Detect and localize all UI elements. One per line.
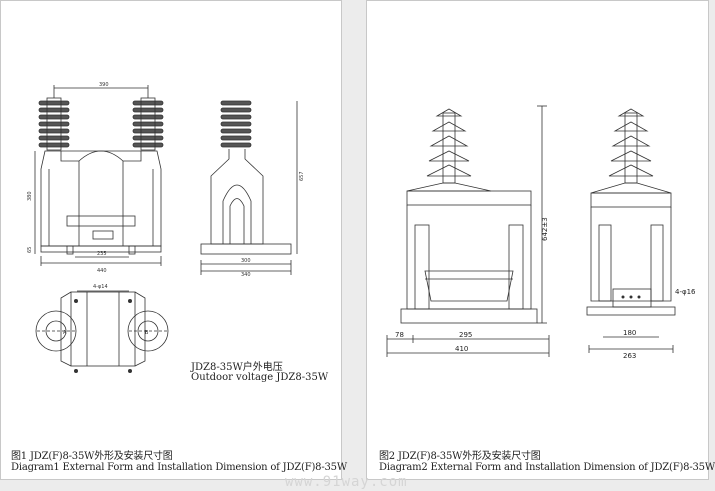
watermark: www.91way.com [285,474,408,490]
dim-height: 642±3 [541,217,549,241]
dim-top-span: 390 [99,82,109,88]
side-insulator-sheds [608,108,654,184]
dim-total: 410 [455,345,468,353]
figure-1-panel: 390 380 65 235 440 300 340 657 4-φ14 A B… [0,0,347,480]
dim-left-small: 78 [395,331,404,339]
right-insulator [132,97,164,151]
figure-2-title-cn: 图2 JDZ(F)8-35W外形及安装尺寸图 [379,451,541,462]
figure-2-drawing: 642±3 78 295 410 180 263 4-φ16 [386,105,696,360]
dim-hole-label: 4-φ16 [675,288,696,296]
side-insulator [220,100,252,148]
dim-height-body: 380 [27,191,33,201]
dim-hole-label: 4-φ14 [93,284,108,290]
left-insulator [38,97,70,151]
note-en: Outdoor voltage JDZ8-35W [191,372,329,383]
dim-side-inner: 180 [623,329,636,337]
dim-width-total: 440 [97,268,107,274]
dim-side-inner: 300 [241,258,251,264]
dim-side-total: 340 [241,272,251,278]
plan-view [35,290,169,373]
dim-side-total: 263 [623,352,636,360]
front-insulator-sheds [426,108,472,184]
terminal-a-label: A [63,330,67,336]
figure-1-title-cn: 图1 JDZ(F)8-35W外形及安装尺寸图 [11,451,173,462]
figure-2-title-en: Diagram2 External Form and Installation … [379,462,715,473]
dim-base-height: 65 [27,247,33,253]
dim-side-height: 657 [299,171,305,181]
dim-width-inner: 235 [97,251,107,257]
terminal-b-label: B [145,330,149,336]
figure-1-drawing: 390 380 65 235 440 300 340 657 4-φ14 A B [27,82,305,373]
figure-2-panel: 642±3 78 295 410 180 263 4-φ16 图2 JDZ(F)… [366,0,715,480]
note-cn: JDZ8-35W户外电压 [191,362,283,373]
figure-1-title-en: Diagram1 External Form and Installation … [11,462,347,473]
dim-mid: 295 [459,331,472,339]
